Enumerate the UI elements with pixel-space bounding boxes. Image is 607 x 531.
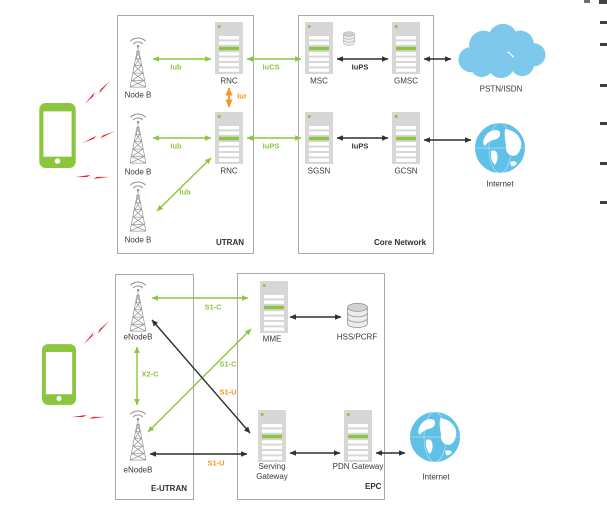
smartphone-icon [39,103,76,168]
radio-tower-icon [129,181,147,232]
page-edge-artifact [600,201,607,204]
internet-bottom-label: Internet [422,472,450,482]
lightning-bolt-icon [82,130,115,145]
msc-label: MSC [310,76,328,86]
pstn-label: PSTN/ISDN [479,84,523,94]
serving-gateway-server-icon [258,410,286,462]
iub3-link-label: Iub [179,187,191,197]
iur-link-label: Iur [237,91,247,101]
rnc-server-icon [215,22,243,74]
nodeb3-label: Node B [124,235,152,245]
s1c-top-link-label: S1-C [204,302,222,312]
s1u-diagonal-arrow [151,319,251,434]
hss-pcrf-label: HSS/PCRF [336,332,378,342]
page-edge-artifact [600,122,607,125]
utran-box [117,15,254,254]
gcsn-server-icon [392,112,420,164]
eutran-box-label: E-UTRAN [151,484,187,493]
core-network-box-label: Core Network [374,238,427,247]
iups-msc-gmsc-link-label: IuPS [351,62,369,72]
s1u-bottom-link-label: S1-U [207,458,225,468]
pstn-cloud-icon [458,23,546,79]
gcsn-label: GCSN [394,166,418,176]
internet-top-label: Internet [486,179,514,189]
sgsn-label: SGSN [307,166,331,176]
serving-gateway-label: Serving Gateway [256,462,288,481]
nodeb2-label: Node B [124,167,152,177]
mme-server-icon [260,281,288,333]
mme-label: MME [262,334,282,344]
iups-rnc-sgsn-link-label: IuPS [262,141,280,151]
iub2-link-label: Iub [170,141,182,151]
database-cylinder-icon [343,31,355,46]
smartphone-icon [42,344,76,405]
enodeb1-label: eNodeB [123,332,153,342]
radio-tower-icon [129,113,147,164]
core-network-box [298,15,434,254]
radio-tower-icon [129,410,147,461]
gmsc-server-icon [392,22,420,74]
page-edge-artifact [600,84,607,87]
pdn-gateway-server-icon [344,410,372,462]
radio-tower-icon [129,281,147,332]
database-cylinder-icon [347,302,368,329]
rnc2-label: RNC [220,166,238,176]
utran-box-label: UTRAN [216,238,244,247]
page-edge-artifact [600,21,607,24]
s1u-diag-link-label: S1-U [219,387,237,397]
iub1-link-label: Iub [170,62,182,72]
page-edge-artifact [600,162,607,165]
rnc-server-icon [215,112,243,164]
iub3-diagonal-arrow [156,157,212,212]
x2c-link-label: X2-C [141,369,159,379]
internet-globe-icon [474,122,526,174]
page-edge-artifact [599,0,607,4]
lightning-bolt-icon [71,405,106,429]
lightning-bolt-icon [79,321,114,345]
radio-tower-icon [129,37,147,88]
s1c-diag-link-label: S1-C [219,359,237,369]
internet-globe-icon [409,411,461,463]
lightning-bolt-icon [75,165,110,189]
enodeb2-label: eNodeB [123,465,153,475]
msc-server-icon [305,22,333,74]
gmsc-label: GMSC [394,76,418,86]
iucs-link-label: IuCS [262,62,280,72]
iups-sgsn-gcsn-link-label: IuPS [351,141,369,151]
sgsn-server-icon [305,112,333,164]
epc-box-label: EPC [365,482,382,491]
page-edge-artifact [584,0,590,3]
page-edge-artifact [600,43,607,46]
pdn-gateway-label: PDN Gateway [332,462,384,471]
rnc1-label: RNC [220,76,238,86]
nodeb1-label: Node B [124,90,152,100]
lightning-bolt-icon [80,81,115,105]
